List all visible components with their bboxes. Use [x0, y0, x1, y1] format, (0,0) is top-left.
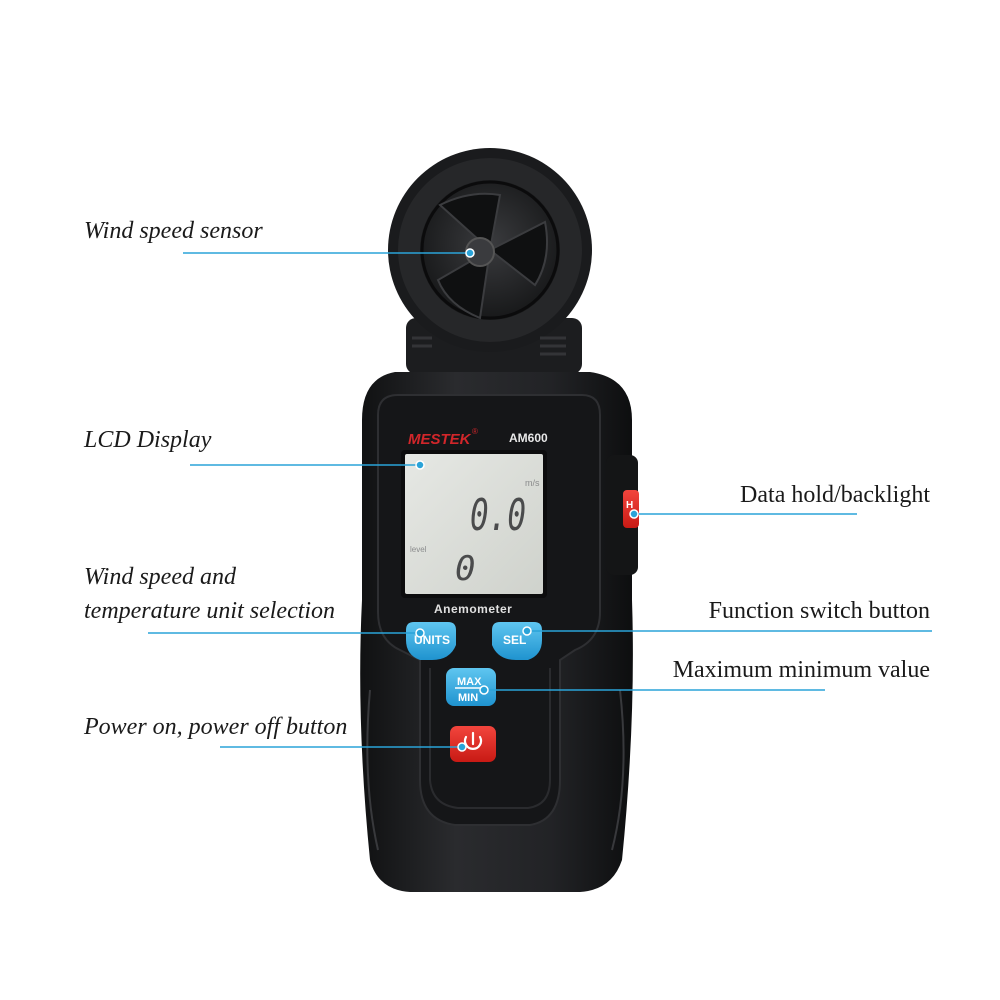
device-name-label: Anemometer: [434, 602, 512, 616]
callout-unit-selection-line2: temperature unit selection: [84, 598, 336, 624]
lcd-level-value: 0: [455, 549, 475, 589]
hold-button-label: H: [626, 500, 633, 511]
brand-registered-mark: ®: [472, 427, 478, 436]
lcd-display: 0.0 m/s level 0: [401, 450, 547, 598]
fan-head: [388, 148, 592, 374]
units-button[interactable]: UNITS: [406, 622, 456, 660]
power-icon: [463, 731, 483, 750]
lcd-main-value: 0.0: [470, 490, 526, 541]
callout-function-switch: Function switch button: [708, 598, 930, 624]
hold-button-housing: [606, 455, 638, 575]
callout-data-hold: Data hold/backlight: [740, 482, 930, 508]
lcd-unit: m/s: [525, 478, 540, 488]
callout-max-min: Maximum minimum value: [672, 657, 930, 683]
callout-wind-speed-sensor: Wind speed sensor: [84, 218, 263, 244]
lcd-level-label: level: [410, 545, 427, 554]
min-label: MIN: [458, 692, 478, 704]
hold-backlight-button[interactable]: H: [623, 490, 639, 528]
sel-button[interactable]: SEL: [492, 622, 542, 660]
power-button[interactable]: [450, 726, 496, 762]
brand-logo: MESTEK: [408, 431, 472, 448]
callout-unit-selection: Wind speed and temperature unit selectio…: [84, 560, 335, 628]
callout-lcd-display: LCD Display: [84, 427, 212, 453]
leader-lines: [148, 252, 932, 748]
model-label: AM600: [509, 431, 548, 445]
sel-button-label: SEL: [503, 633, 526, 647]
fan-blades: [436, 192, 548, 320]
leader-dots: [415, 248, 639, 752]
max-min-button[interactable]: MAX MIN: [446, 668, 496, 706]
max-label: MAX: [457, 676, 482, 688]
callout-power-button: Power on, power off button: [84, 714, 348, 740]
callout-unit-selection-line1: Wind speed and: [84, 564, 236, 590]
